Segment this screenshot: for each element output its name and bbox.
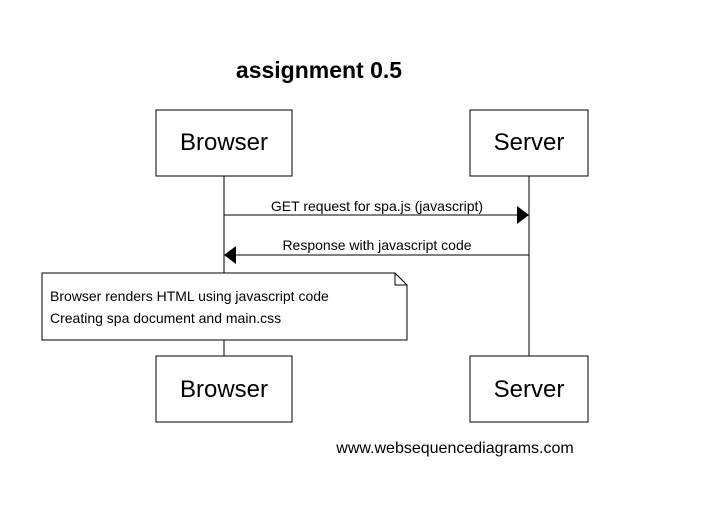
participant-server-bottom: Server — [469, 355, 589, 423]
note-fold-icon — [394, 273, 407, 286]
note-line-1: Browser renders HTML using javascript co… — [50, 288, 329, 304]
participant-label: Server — [494, 129, 565, 156]
diagram-title: assignment 0.5 — [236, 57, 402, 83]
note-box — [41, 272, 408, 341]
watermark-text: www.websequencediagrams.com — [335, 440, 573, 457]
participant-box — [155, 109, 293, 177]
message-response: Response with javascript code — [224, 237, 529, 264]
arrowhead-left-icon — [224, 246, 236, 264]
participant-browser-top: Browser — [155, 109, 293, 177]
participant-label: Server — [494, 376, 565, 403]
participant-box — [469, 355, 589, 423]
participant-server-top: Server — [469, 109, 589, 177]
message-label: Response with javascript code — [282, 237, 471, 253]
arrowhead-right-icon — [517, 206, 529, 224]
participant-box — [469, 109, 589, 177]
participant-box — [155, 355, 293, 423]
note-over-browser: Browser renders HTML using javascript co… — [41, 272, 408, 341]
note-line-2: Creating spa document and main.css — [50, 310, 281, 326]
message-label: GET request for spa.js (javascript) — [271, 198, 483, 214]
message-request: GET request for spa.js (javascript) — [224, 198, 529, 224]
participant-label: Browser — [180, 376, 268, 403]
participant-label: Browser — [180, 129, 268, 156]
participant-browser-bottom: Browser — [155, 355, 293, 423]
